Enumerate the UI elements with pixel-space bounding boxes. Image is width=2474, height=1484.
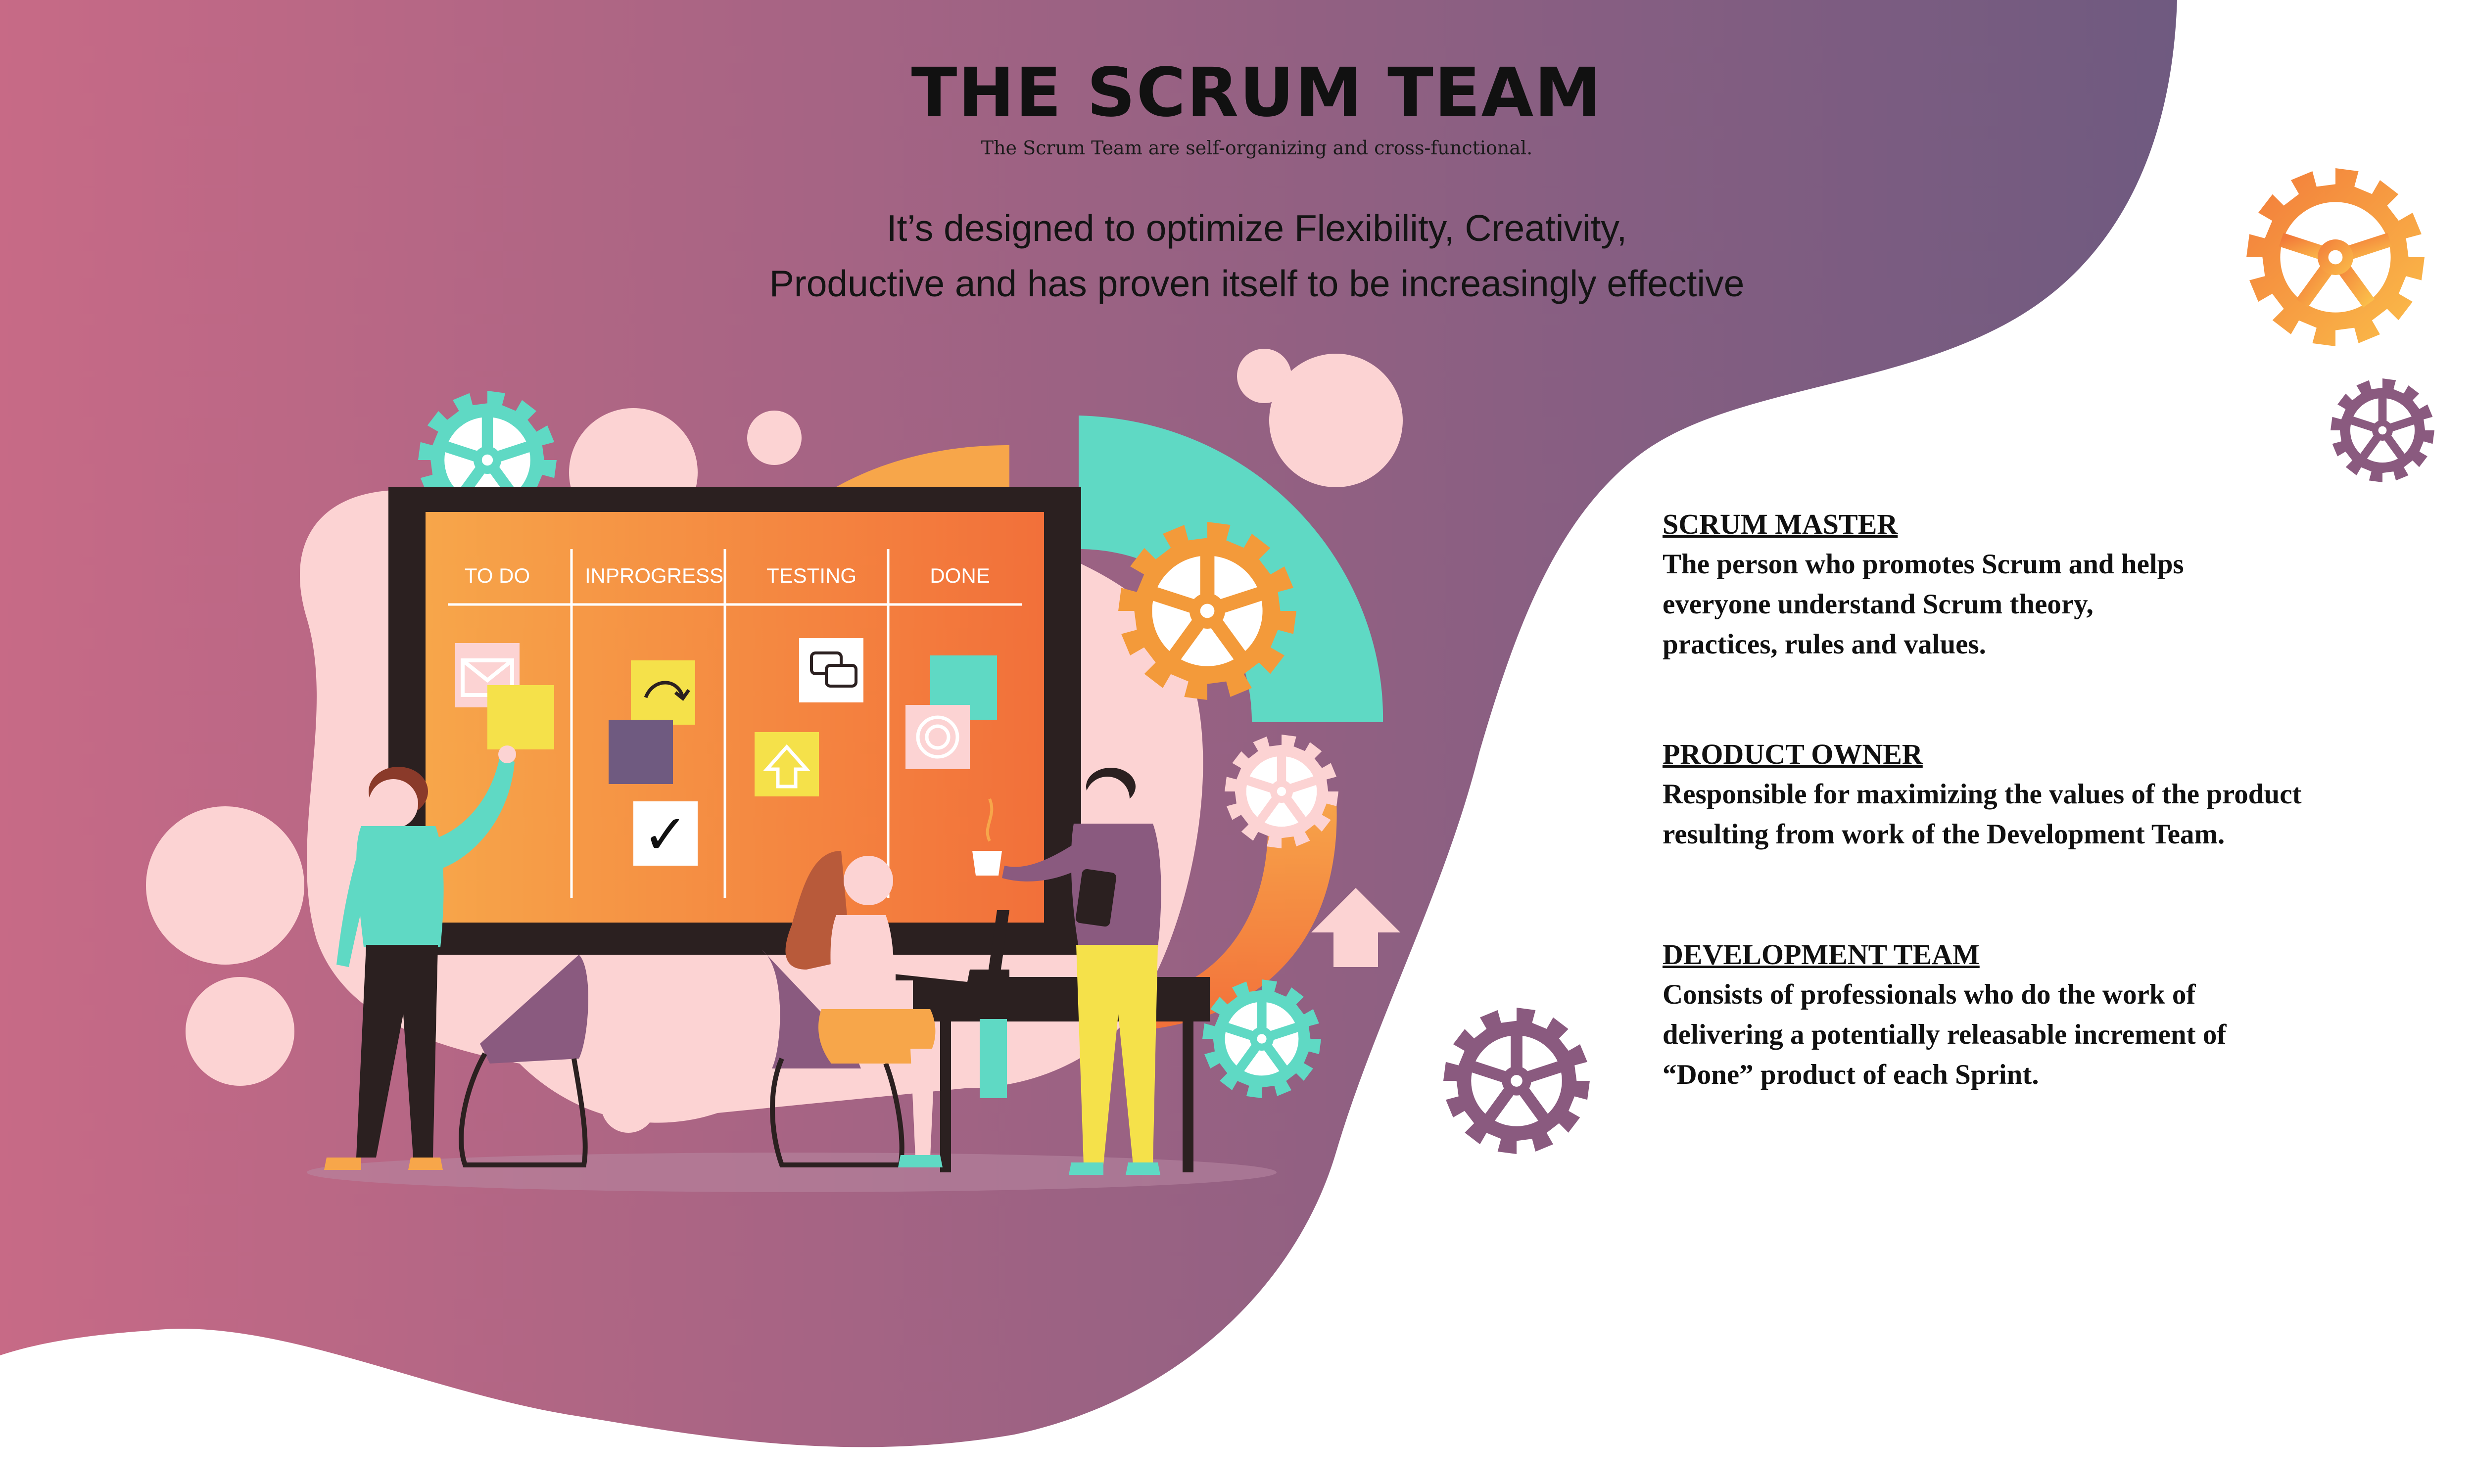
tagline-line: Productive and has proven itself to be i… — [769, 263, 1745, 304]
role-title: DEVELOPMENT TEAM — [1663, 938, 1980, 971]
sticky-note-purple — [609, 720, 673, 784]
role-title: SCRUM MASTER — [1663, 508, 1898, 540]
role-description-line: practices, rules and values. — [1663, 629, 1986, 660]
role-title: PRODUCT OWNER — [1663, 738, 1923, 770]
role-product-owner: PRODUCT OWNER Responsible for maximizing… — [1663, 735, 2464, 854]
page-title: THE SCRUM TEAM — [911, 54, 1603, 132]
pink-bubble — [601, 1078, 656, 1133]
role-description-line: delivering a potentially releasable incr… — [1663, 1019, 2227, 1050]
redo-arrow-icon — [631, 660, 695, 725]
page-subtitle: The Scrum Team are self-organizing and c… — [981, 137, 1533, 159]
tablet-icon — [1075, 869, 1117, 927]
role-description-line: everyone understand Scrum theory, — [1663, 589, 2093, 620]
sticky-note-yellow — [487, 685, 554, 749]
role-development-team: DEVELOPMENT TEAM Consists of professiona… — [1663, 935, 2464, 1095]
chat-bubbles-icon — [799, 638, 863, 702]
checkbox-icon: ✓ — [633, 801, 698, 866]
role-description-line: “Done” product of each Sprint. — [1663, 1059, 2039, 1090]
pink-bubble — [747, 411, 802, 465]
gear-icon — [1225, 735, 1338, 848]
pink-bubble — [186, 977, 294, 1086]
pink-bubble — [1269, 354, 1403, 487]
role-scrum-master: SCRUM MASTER The person who promotes Scr… — [1663, 505, 2464, 664]
target-icon — [905, 705, 970, 769]
desk — [913, 977, 1210, 1172]
role-description-line: Consists of professionals who do the wor… — [1663, 979, 2196, 1010]
column-label-testing: TESTING — [766, 564, 856, 587]
coffee-cup-icon — [972, 798, 1002, 876]
gear-icon — [2331, 378, 2434, 482]
up-arrow-icon — [755, 732, 819, 796]
person-standing — [1002, 768, 1161, 1175]
gear-icon — [1443, 1008, 1590, 1154]
role-description-line: Responsible for maximizing the values of… — [1663, 779, 2302, 810]
role-description-line: The person who promotes Scrum and helps — [1663, 549, 2184, 580]
gear-icon — [1202, 979, 1321, 1098]
column-label-done: DONE — [930, 564, 990, 587]
person-seated — [785, 851, 970, 1167]
orange-arrow-arc — [1153, 791, 1337, 1029]
gear-icon — [2246, 168, 2425, 346]
gear-icon — [1118, 522, 1296, 700]
check-mark: ✓ — [643, 803, 688, 866]
tagline: It’s designed to optimize Flexibility, C… — [569, 200, 1945, 311]
column-label-todo: TO DO — [465, 564, 530, 587]
up-arrow-shape — [1311, 888, 1400, 967]
orange-quarter — [831, 445, 1009, 500]
column-label-inprogress: INPROGRESS — [585, 564, 723, 587]
role-description-line: resulting from work of the Development T… — [1663, 819, 2225, 850]
person-pointing — [324, 745, 516, 1170]
pink-bubble — [146, 806, 304, 965]
chair — [459, 955, 588, 1167]
tagline-line: It’s designed to optimize Flexibility, C… — [886, 207, 1627, 249]
